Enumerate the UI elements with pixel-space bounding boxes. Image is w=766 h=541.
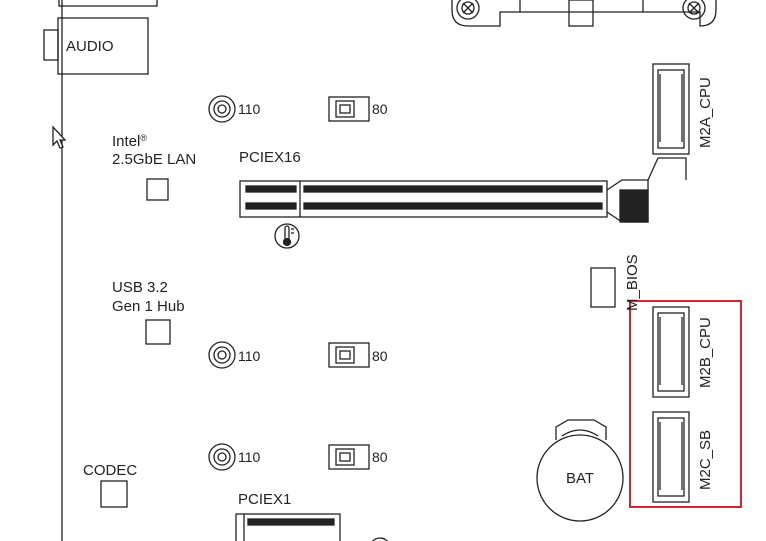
pciex1-label: PCIEX1: [238, 491, 292, 508]
cpu-socket-corner: [451, 0, 717, 27]
usb-label-line2: Gen 1 Hub: [112, 298, 185, 315]
m2b-cpu-label: M2B_CPU: [697, 317, 714, 388]
highlight-box: [629, 300, 742, 508]
usb-label-line1: USB 3.2: [112, 279, 168, 296]
m-bios-chip: [590, 267, 616, 308]
standoff-square-row2-label: 80: [372, 348, 388, 364]
usb-hub-chip: [145, 319, 171, 345]
pciex16-slot: [239, 157, 687, 223]
bat-label: BAT: [566, 470, 595, 487]
standoff-round-row3: [208, 443, 236, 471]
battery-holder: [536, 419, 624, 522]
intel-brand: Intel: [112, 133, 141, 150]
standoff-square-row3: [328, 444, 370, 470]
codec-chip: [100, 480, 128, 508]
pciex1-slot: [235, 513, 389, 541]
codec-label: CODEC: [83, 462, 138, 479]
m2a-cpu-label: M2A_CPU: [697, 77, 714, 148]
standoff-square-row1: [328, 96, 370, 122]
standoff-round-row2: [208, 341, 236, 369]
standoff-square-row3-label: 80: [372, 449, 388, 465]
m-bios-label: M_BIOS: [624, 254, 641, 311]
m2a-slot: [652, 63, 690, 155]
standoff-round-row3-label: 110: [238, 449, 261, 465]
m2c-sb-label: M2C_SB: [697, 429, 714, 490]
standoff-round-row2-label: 110: [238, 348, 261, 364]
thermometer-icon: [274, 223, 300, 249]
m2b-slot: [652, 306, 690, 398]
audio-label: AUDIO: [66, 38, 114, 55]
standoff-square-row2: [328, 342, 370, 368]
pciex16-label: PCIEX16: [239, 149, 301, 166]
intel-lan-chip: [146, 178, 169, 201]
standoff-square-row1-label: 80: [372, 101, 388, 117]
standoff-round-row1: [208, 95, 236, 123]
intel-lan-label: 2.5GbE LAN: [112, 151, 197, 168]
standoff-round-row1-label: 110: [238, 101, 261, 117]
m2c-slot: [652, 411, 690, 503]
top-left-connector: [58, 0, 158, 7]
cursor-arrow-icon: [52, 125, 67, 149]
audio-connector: [43, 17, 149, 75]
intel-label: Intel®: [112, 133, 147, 150]
intel-registered-mark: ®: [140, 133, 147, 143]
